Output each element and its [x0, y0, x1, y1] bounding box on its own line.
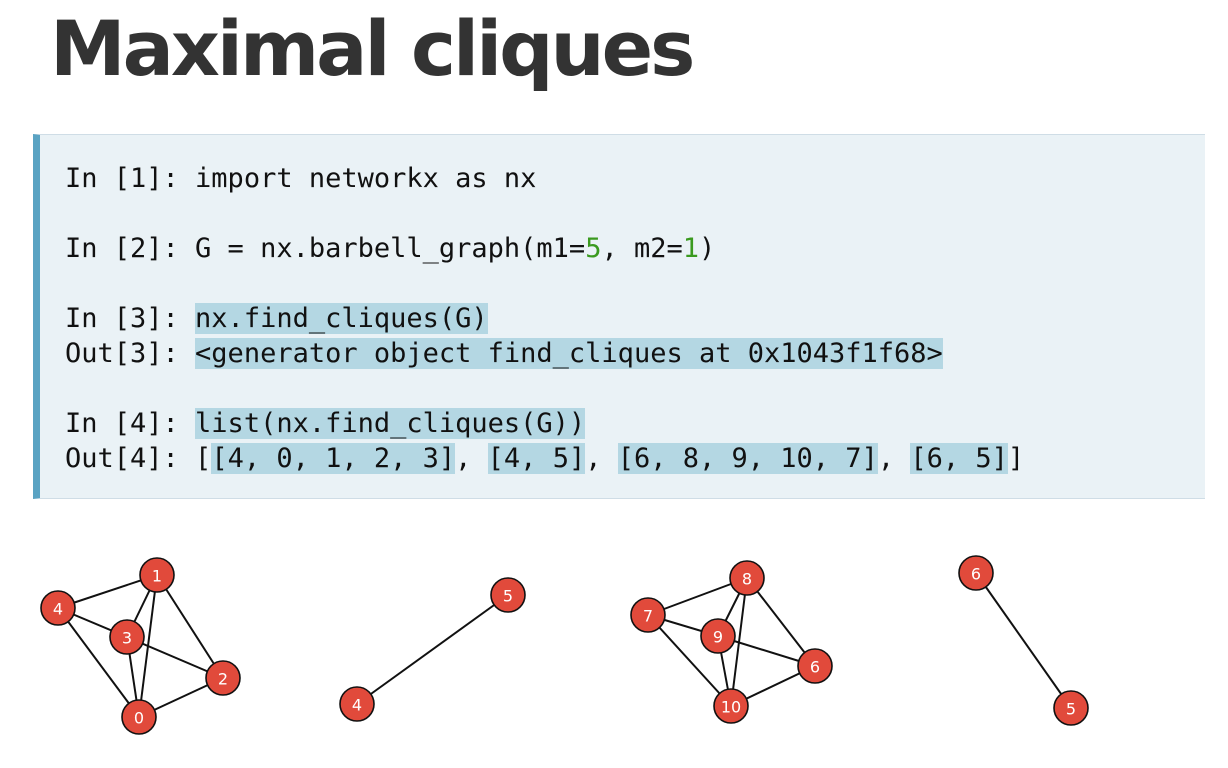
prompt: Out[4]:: [65, 443, 196, 474]
graph-node-label: 8: [742, 570, 752, 589]
clique-output-4: [6, 5]: [910, 443, 1008, 474]
graph-node-label: 1: [152, 567, 162, 586]
highlighted-code: nx.find_cliques(G): [195, 303, 488, 334]
highlighted-output: <generator object find_cliques at 0x1043…: [195, 338, 943, 369]
code-line-out-3: Out[3]: <generator object find_cliques a…: [65, 337, 943, 371]
list-bracket-close: ]: [1007, 443, 1025, 474]
prompt: In [1]:: [65, 163, 196, 194]
graph-node-label: 3: [122, 629, 132, 648]
code-line-in-4: In [4]: list(nx.find_cliques(G)): [65, 407, 586, 441]
clique-output-2: [4, 5]: [487, 443, 586, 474]
separator: ,: [585, 443, 618, 474]
code-text: import networkx as nx: [195, 163, 537, 194]
graph-edge: [647, 614, 732, 707]
graph-node-label: 4: [352, 696, 362, 715]
graph-node: [958, 555, 994, 591]
graph-edge: [156, 574, 224, 679]
clique-graph-4: 56: [958, 555, 1089, 726]
graph-node-label: 9: [713, 628, 723, 647]
graph-edge: [975, 572, 1072, 709]
graph-node: [109, 619, 145, 655]
prompt: Out[3]:: [65, 338, 196, 369]
graph-node: [121, 699, 157, 735]
highlighted-code: list(nx.find_cliques(G)): [195, 408, 586, 439]
number-literal: 5: [585, 233, 602, 264]
graph-node: [205, 660, 241, 696]
code-text: , m2=: [601, 233, 683, 264]
graph-node: [339, 686, 375, 722]
clique-graph-1: 0 1 2 3 4: [40, 557, 241, 735]
graph-node: [490, 577, 526, 613]
graph-node-label: 10: [721, 698, 741, 717]
graph-edge: [746, 577, 816, 667]
graph-node-label: 6: [810, 658, 820, 677]
separator: ,: [455, 443, 488, 474]
code-line-out-4: Out[4]: [[4, 0, 1, 2, 3], [4, 5], [6, 8,…: [65, 442, 1024, 476]
graph-node: [700, 618, 736, 654]
clique-output-1: [4, 0, 1, 2, 3]: [211, 443, 456, 474]
graph-node-label: 6: [971, 565, 981, 584]
separator: ,: [877, 443, 911, 474]
code-line-in-3: In [3]: nx.find_cliques(G): [65, 302, 488, 336]
graph-node-label: 4: [53, 600, 63, 619]
graph-node: [1053, 690, 1089, 726]
graph-node: [729, 560, 765, 596]
graph-node: [713, 688, 749, 724]
code-block: In [1]: import networkx as nx In [2]: G …: [33, 134, 1205, 499]
code-text: ): [699, 233, 716, 264]
prompt: In [3]:: [65, 303, 196, 334]
graph-node-label: 5: [503, 587, 513, 606]
graph-node-label: 0: [134, 709, 144, 728]
graph-node: [797, 648, 833, 684]
slide-title: Maximal cliques: [50, 4, 695, 93]
graph-node-label: 2: [218, 670, 228, 689]
prompt: In [2]:: [65, 233, 196, 264]
graph-edge: [57, 607, 140, 718]
code-line-in-2: In [2]: G = nx.barbell_graph(m1=5, m2=1): [65, 232, 715, 266]
clique-graph-3: 6 7 8 9 10: [630, 560, 833, 724]
graph-node: [40, 590, 76, 626]
clique-output-3: [6, 8, 9, 10, 7]: [617, 443, 878, 474]
graph-node: [139, 557, 175, 593]
list-bracket-open: [: [195, 443, 212, 474]
clique-graph-2: 45: [339, 577, 526, 722]
graph-edge: [356, 594, 509, 705]
number-literal: 1: [682, 233, 699, 264]
graph-node-label: 5: [1066, 700, 1076, 719]
code-line-in-1: In [1]: import networkx as nx: [65, 162, 536, 196]
prompt: In [4]:: [65, 408, 196, 439]
code-text: G = nx.barbell_graph(m1=: [195, 233, 586, 264]
graph-node: [630, 597, 666, 633]
graph-node-label: 7: [643, 607, 653, 626]
